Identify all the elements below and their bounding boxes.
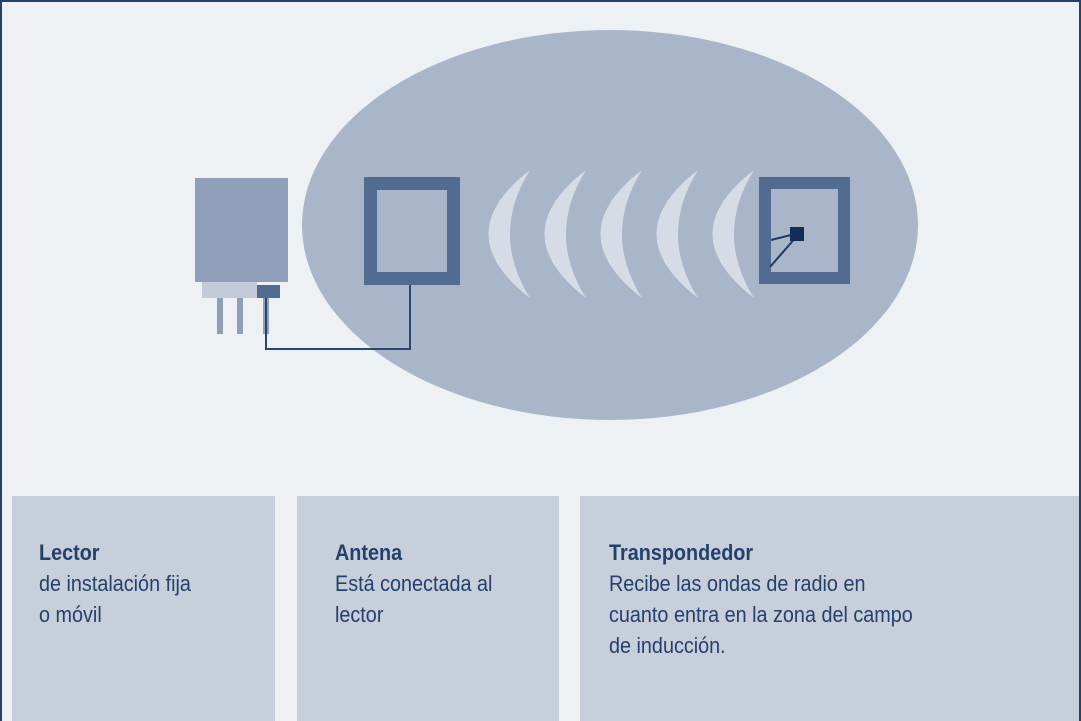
transpondedor-title: Transpondedor [609,540,754,565]
lector-description-line: o móvil [39,602,102,627]
transpondedor-description-line: de inducción. [609,633,726,658]
reader-connector-base [202,282,257,298]
lector-panel: Lector de instalación fija o móvil [12,496,275,721]
transponder-tag [759,177,850,284]
rfid-diagram [195,30,918,420]
antena-title: Antena [335,540,403,565]
reader-antenna-cable [265,285,411,350]
transpondedor-description-line: Recibe las ondas de radio en [609,571,866,596]
antena-description-line: lector [335,602,384,627]
transpondedor-description-line: cuanto entra en la zona del campo [609,602,913,627]
radio-waves [488,170,754,298]
reader-pin [237,298,243,334]
reader-pin [217,298,223,334]
radio-wave [488,170,530,298]
radio-wave [544,170,586,298]
transponder-chip-wire [769,235,798,268]
radio-wave [712,170,754,298]
radio-wave [656,170,698,298]
antena-panel: Antena Está conectada al lector [297,496,559,721]
lector-description-line: de instalación fija [39,571,191,596]
antenna-coil [364,177,460,285]
reader-connector-port [257,285,280,298]
transpondedor-panel: Transpondedor Recibe las ondas de radio … [580,496,1079,721]
radio-wave [600,170,642,298]
transponder-chip [790,227,804,241]
antena-description-line: Está conectada al [335,571,493,596]
lector-title: Lector [39,540,100,565]
reader-device-body [195,178,288,282]
